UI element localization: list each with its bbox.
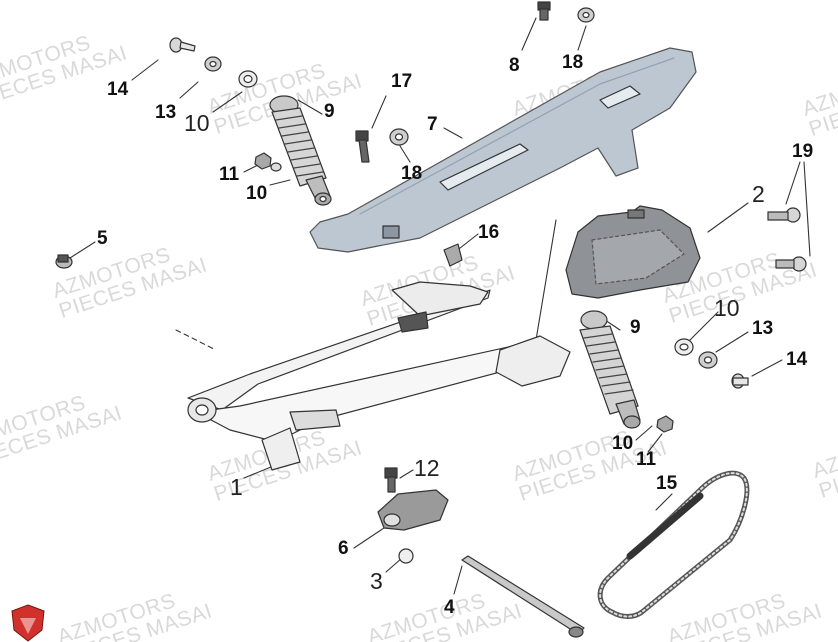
callout-3: 3 (370, 568, 383, 594)
bolt-8 (537, 1, 551, 21)
callout-11: 11 (636, 449, 657, 470)
bolt-19-lower (775, 256, 807, 272)
bolt-12 (384, 467, 398, 493)
callout-8: 8 (509, 55, 520, 76)
callout-9: 9 (324, 101, 335, 122)
callout-10: 10 (246, 183, 268, 204)
callout-17: 17 (391, 71, 413, 92)
bolt-14-upper (169, 37, 196, 53)
sprocket-cover (565, 205, 701, 299)
bolt-19-upper (767, 207, 801, 223)
collar-3 (398, 548, 414, 564)
callout-18: 18 (401, 163, 423, 184)
chain-adjuster-16 (443, 243, 463, 267)
callout-14: 14 (107, 79, 129, 100)
nut-11-lower (656, 415, 674, 433)
shock-absorber-upper (269, 95, 332, 206)
drive-chain (597, 470, 750, 619)
swing-arm (187, 281, 571, 471)
brand-logo (11, 604, 45, 642)
callout-10: 10 (714, 295, 740, 321)
callout-1: 1 (230, 474, 243, 500)
callout-10: 10 (612, 433, 634, 454)
axle (461, 555, 585, 638)
bolt-5 (55, 254, 73, 269)
bolt-14-lower (731, 373, 749, 389)
callout-15: 15 (656, 473, 678, 494)
callout-13: 13 (155, 102, 177, 123)
washer-10-small (270, 162, 282, 172)
callout-2: 2 (752, 181, 765, 207)
callout-14: 14 (786, 349, 808, 370)
callout-19: 19 (792, 141, 814, 162)
callout-16: 16 (478, 222, 500, 243)
callout-13: 13 (752, 318, 774, 339)
shock-absorber-lower (579, 310, 641, 429)
callout-9: 9 (630, 317, 641, 338)
callout-11: 11 (219, 164, 240, 185)
callout-12: 12 (414, 455, 440, 481)
bolt-17 (355, 130, 370, 163)
callout-10: 10 (184, 110, 210, 136)
chain-guard (309, 47, 697, 253)
callout-5: 5 (97, 228, 108, 249)
leader-lines (69, 17, 811, 595)
nut-11-upper (254, 152, 272, 170)
callout-4: 4 (444, 597, 455, 618)
chain-slider (377, 489, 449, 531)
callout-6: 6 (338, 538, 349, 559)
callout-7: 7 (427, 114, 438, 135)
callout-18: 18 (562, 52, 584, 73)
